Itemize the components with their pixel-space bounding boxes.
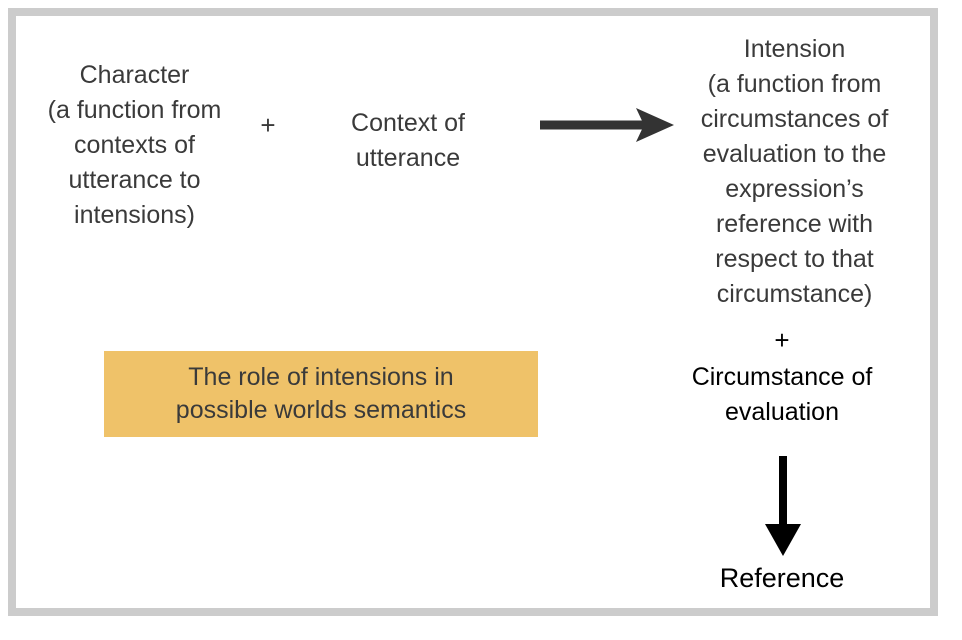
arrow-down-icon: [765, 456, 801, 556]
diagram-frame: [8, 8, 938, 616]
node-reference: Reference: [719, 563, 845, 593]
node-intension: Intension (a function from circumstances…: [700, 35, 889, 308]
arrow-right-icon: [540, 108, 674, 142]
node-circumstance-of-evaluation: Circumstance of evaluation: [691, 363, 873, 426]
node-context-of-utterance: Context of utterance: [351, 109, 465, 172]
node-character: Character (a function from contexts of u…: [47, 61, 222, 229]
caption-text: The role of intensions in possible world…: [175, 363, 467, 424]
plus-operator-right: +: [774, 325, 790, 355]
plus-operator-left: +: [260, 110, 276, 140]
caption-box: The role of intensions in possible world…: [104, 351, 538, 437]
